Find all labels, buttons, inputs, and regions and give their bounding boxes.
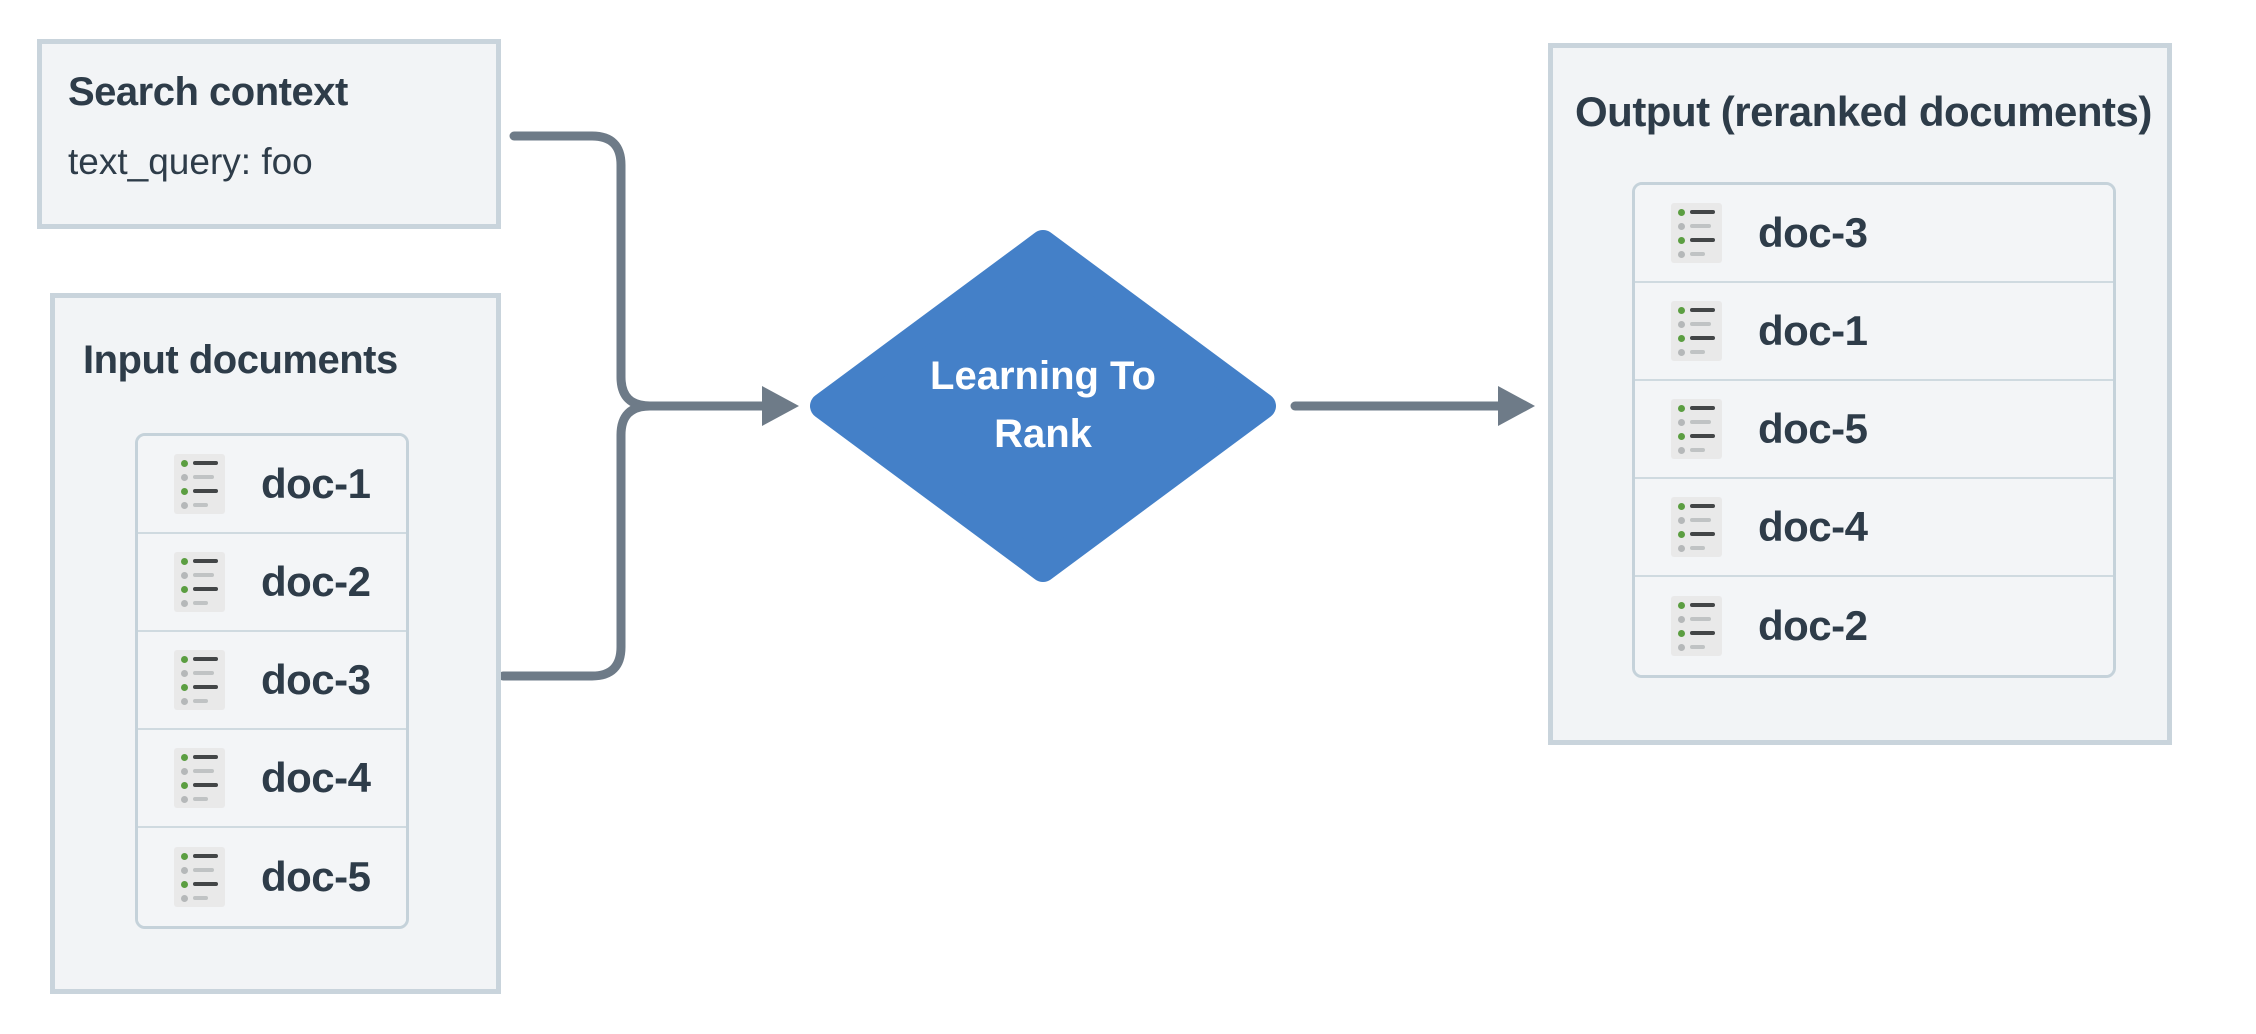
doc-item: doc-4: [138, 730, 406, 828]
doc-label: doc-3: [261, 656, 371, 703]
output-box: Output (reranked documents) doc-3 doc-1 …: [1548, 43, 2172, 745]
output-title: Output (reranked documents): [1575, 88, 2152, 135]
document-list-icon: [1671, 596, 1722, 656]
doc-item: doc-1: [1635, 283, 2113, 381]
document-list-icon: [174, 454, 225, 514]
search-context-title: Search context: [68, 70, 348, 114]
doc-label: doc-5: [1758, 405, 1868, 452]
doc-label: doc-1: [1758, 307, 1868, 354]
doc-label: doc-2: [1758, 602, 1868, 649]
document-list-icon: [174, 847, 225, 907]
input-documents-connector: [498, 401, 655, 681]
doc-label: doc-3: [1758, 209, 1868, 256]
document-list-icon: [1671, 203, 1722, 263]
document-list-icon: [174, 650, 225, 710]
doc-item: doc-4: [1635, 479, 2113, 577]
doc-item: doc-5: [1635, 381, 2113, 479]
arrowhead-to-output: [1498, 386, 1535, 426]
doc-label: doc-1: [261, 460, 371, 507]
document-list-icon: [1671, 301, 1722, 361]
output-doc-list: doc-3 doc-1 doc-5 doc-4 doc-2: [1632, 182, 2116, 678]
document-list-icon: [1671, 497, 1722, 557]
document-list-icon: [1671, 399, 1722, 459]
input-documents-title: Input documents: [83, 338, 398, 382]
arrowhead-to-diamond: [762, 386, 799, 426]
doc-label: doc-2: [261, 558, 371, 605]
search-context-connector: [509, 131, 655, 411]
doc-item: doc-3: [138, 632, 406, 730]
doc-label: doc-5: [261, 853, 371, 900]
input-documents-box: Input documents doc-1 doc-2 doc-3 doc-4 …: [50, 293, 501, 994]
ltr-label-line1: Learning To: [930, 354, 1156, 398]
ltr-diamond: Learning To Rank: [810, 230, 1276, 580]
search-query-text: text_query: foo: [68, 141, 313, 182]
doc-label: doc-4: [261, 754, 371, 801]
document-list-icon: [174, 748, 225, 808]
doc-label: doc-4: [1758, 503, 1868, 550]
doc-item: doc-3: [1635, 185, 2113, 283]
document-list-icon: [174, 552, 225, 612]
doc-item: doc-5: [138, 828, 406, 926]
search-context-box: Search context text_query: foo: [37, 39, 501, 229]
doc-item: doc-2: [138, 534, 406, 632]
ltr-label-line2: Rank: [994, 412, 1092, 456]
doc-item: doc-2: [1635, 577, 2113, 675]
input-doc-list: doc-1 doc-2 doc-3 doc-4 doc-5: [135, 433, 409, 929]
doc-item: doc-1: [138, 436, 406, 534]
